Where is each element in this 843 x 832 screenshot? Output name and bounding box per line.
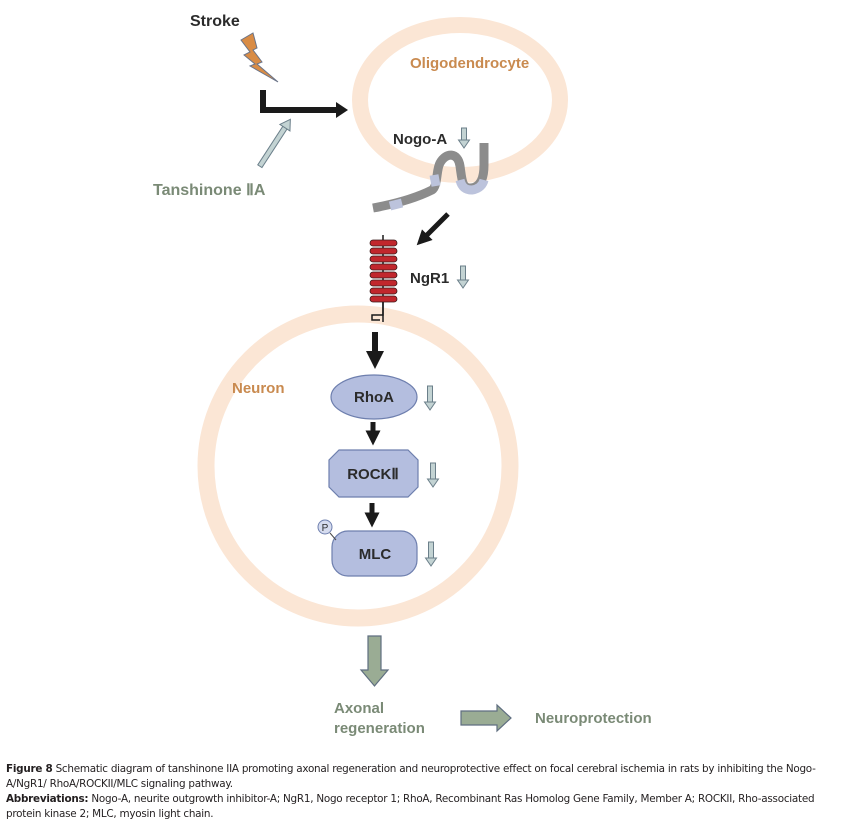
- neuron-label: Neuron: [232, 380, 285, 397]
- outcome-right-arrow-icon: [460, 703, 512, 733]
- rhoa-down-arrow-icon: [423, 385, 437, 411]
- ngr1-down-arrow-icon: [456, 265, 470, 289]
- abbreviations-heading: Abbreviations:: [6, 793, 89, 805]
- tanshinone-label: Tanshinone ⅡA: [153, 182, 266, 199]
- rock2-label: ROCKⅡ: [347, 466, 399, 483]
- nogo-to-ngr1-arrow: [416, 212, 450, 246]
- mlc-node: [331, 530, 418, 577]
- neuroprotection-label: Neuroprotection: [535, 710, 652, 727]
- phosphate-label: P: [322, 523, 329, 534]
- neuron-membrane: [197, 305, 519, 627]
- stroke-label: Stroke: [190, 13, 240, 30]
- nogo-a-protein: [372, 143, 489, 213]
- nogo-a-down-arrow-icon: [457, 127, 471, 149]
- nogo-a-label: Nogo-A: [393, 131, 447, 148]
- rhoa-node: [330, 374, 418, 420]
- ngr1-label: NgR1: [410, 270, 449, 287]
- oligodendrocyte-membrane: [352, 17, 568, 183]
- figure-number: Figure 8: [6, 763, 53, 775]
- rock2-down-arrow-icon: [426, 462, 440, 488]
- phosphate-icon: [317, 519, 333, 535]
- mlc-down-arrow-icon: [424, 541, 438, 567]
- lightning-icon: [240, 32, 279, 83]
- outcome-down-arrow-icon: [359, 635, 390, 687]
- figure-caption: Figure 8 Schematic diagram of tanshinone…: [6, 762, 836, 792]
- stroke-induction-arrow: [260, 90, 338, 113]
- mlc-label: MLC: [359, 546, 392, 563]
- arrowhead-icon: [336, 102, 348, 118]
- oligodendrocyte-label: Oligodendrocyte: [410, 55, 529, 72]
- abbreviations-text: Nogo-A, neurite outgrowth inhibitor-A; N…: [6, 793, 815, 820]
- phospho-link: [329, 532, 337, 541]
- figure-caption-text: Schematic diagram of tanshinone IIA prom…: [6, 763, 816, 790]
- rhoa-label: RhoA: [354, 389, 394, 406]
- axonal-regeneration-label-2: regeneration: [334, 720, 425, 737]
- rock2-node: [328, 449, 419, 498]
- axonal-regeneration-label-1: Axonal: [334, 700, 384, 717]
- pathway-diagram: Stroke Tanshinone ⅡA Oligodendrocyte Nog…: [153, 13, 652, 737]
- ngr1-receptor-icon: [369, 235, 398, 322]
- abbreviations: Abbreviations: Nogo-A, neurite outgrowth…: [6, 792, 836, 822]
- tanshinone-inhibit-arrow: [257, 118, 291, 169]
